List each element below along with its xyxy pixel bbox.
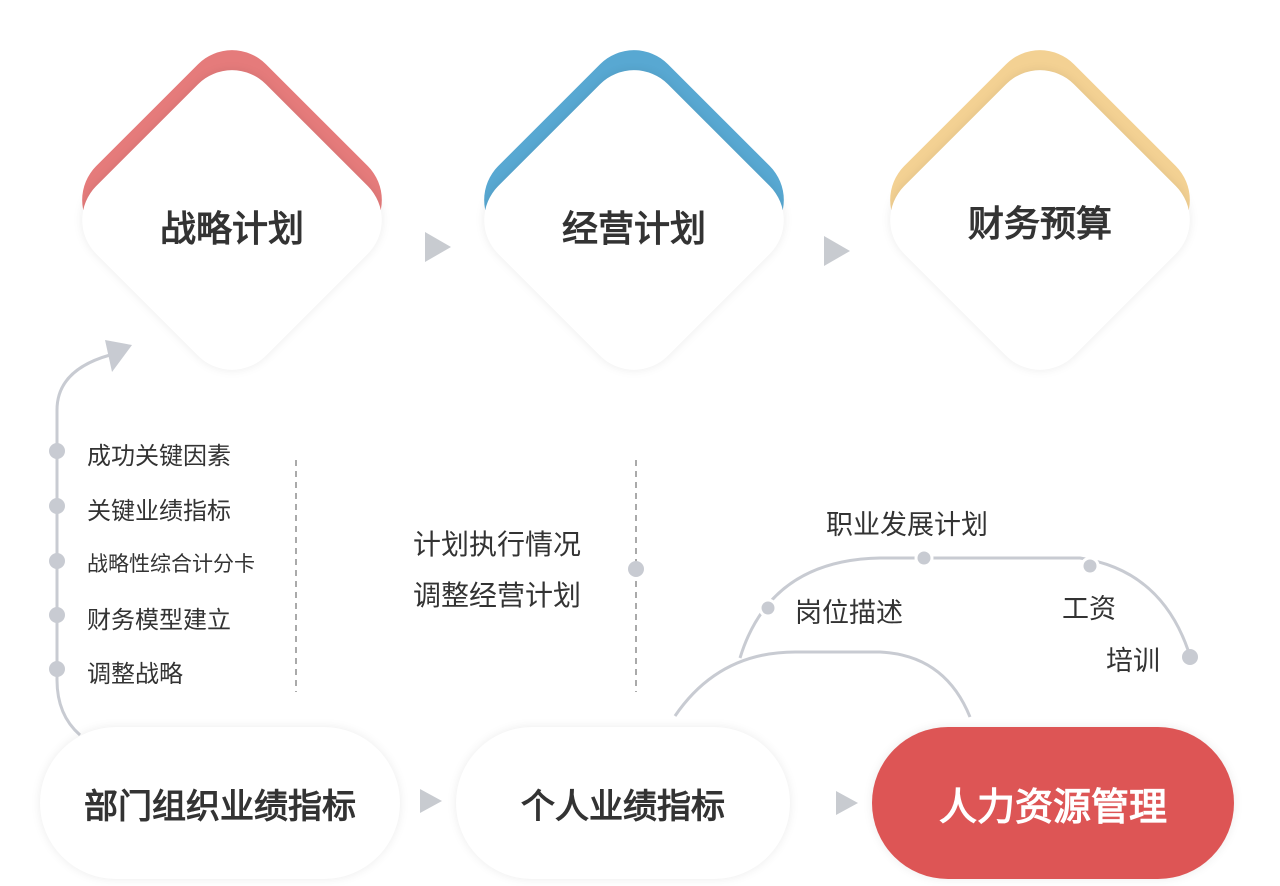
feedback-arrow-icon (105, 340, 132, 372)
bullet-dot (914, 548, 934, 568)
bullet-dot (628, 561, 644, 577)
hr-inner-arc (673, 650, 972, 718)
operation-item: 计划执行情况 (413, 528, 582, 561)
node-title: 部门组织业绩指标 (84, 786, 356, 827)
node-personal-kpi: 个人业绩指标 (456, 727, 790, 879)
bullet-dot (1080, 556, 1100, 576)
strategy-item: 财务模型建立 (87, 606, 231, 634)
node-strategy-plan: 战略计划 (62, 50, 402, 430)
arrow-right-icon (836, 791, 858, 815)
node-title: 战略计划 (159, 209, 304, 250)
node-title: 经营计划 (561, 209, 706, 250)
bullet-dot (49, 661, 65, 677)
node-financial-budget: 财务预算 (870, 50, 1210, 430)
arrow-right-icon (420, 789, 442, 813)
bullet-dot (49, 607, 65, 623)
strategy-item: 成功关键因素 (87, 442, 231, 470)
node-hr-management: 人力资源管理 (872, 727, 1234, 879)
arrow-right-icon (425, 232, 451, 262)
feedback-curve (55, 353, 111, 737)
node-title: 个人业绩指标 (521, 786, 725, 827)
node-title: 人力资源管理 (938, 784, 1167, 829)
node-title: 财务预算 (967, 204, 1112, 245)
hr-item-salary: 工资 (1062, 594, 1116, 625)
node-operation-plan: 经营计划 (464, 50, 804, 430)
arrow-right-icon (824, 236, 850, 266)
bullet-dot (49, 443, 65, 459)
bullet-dot (1182, 649, 1198, 665)
strategy-item: 战略性综合计分卡 (87, 552, 255, 576)
operation-item: 调整经营计划 (413, 579, 582, 612)
bullet-dot (49, 553, 65, 569)
strategy-item: 调整战略 (87, 660, 183, 688)
bullet-dot (49, 498, 65, 514)
hr-item-job: 岗位描述 (795, 598, 903, 629)
bullet-dot (758, 598, 778, 618)
hr-item-career: 职业发展计划 (826, 510, 988, 541)
hr-item-training: 培训 (1106, 646, 1160, 677)
node-department-kpi: 部门组织业绩指标 (40, 727, 400, 879)
strategy-item: 关键业绩指标 (87, 497, 231, 525)
